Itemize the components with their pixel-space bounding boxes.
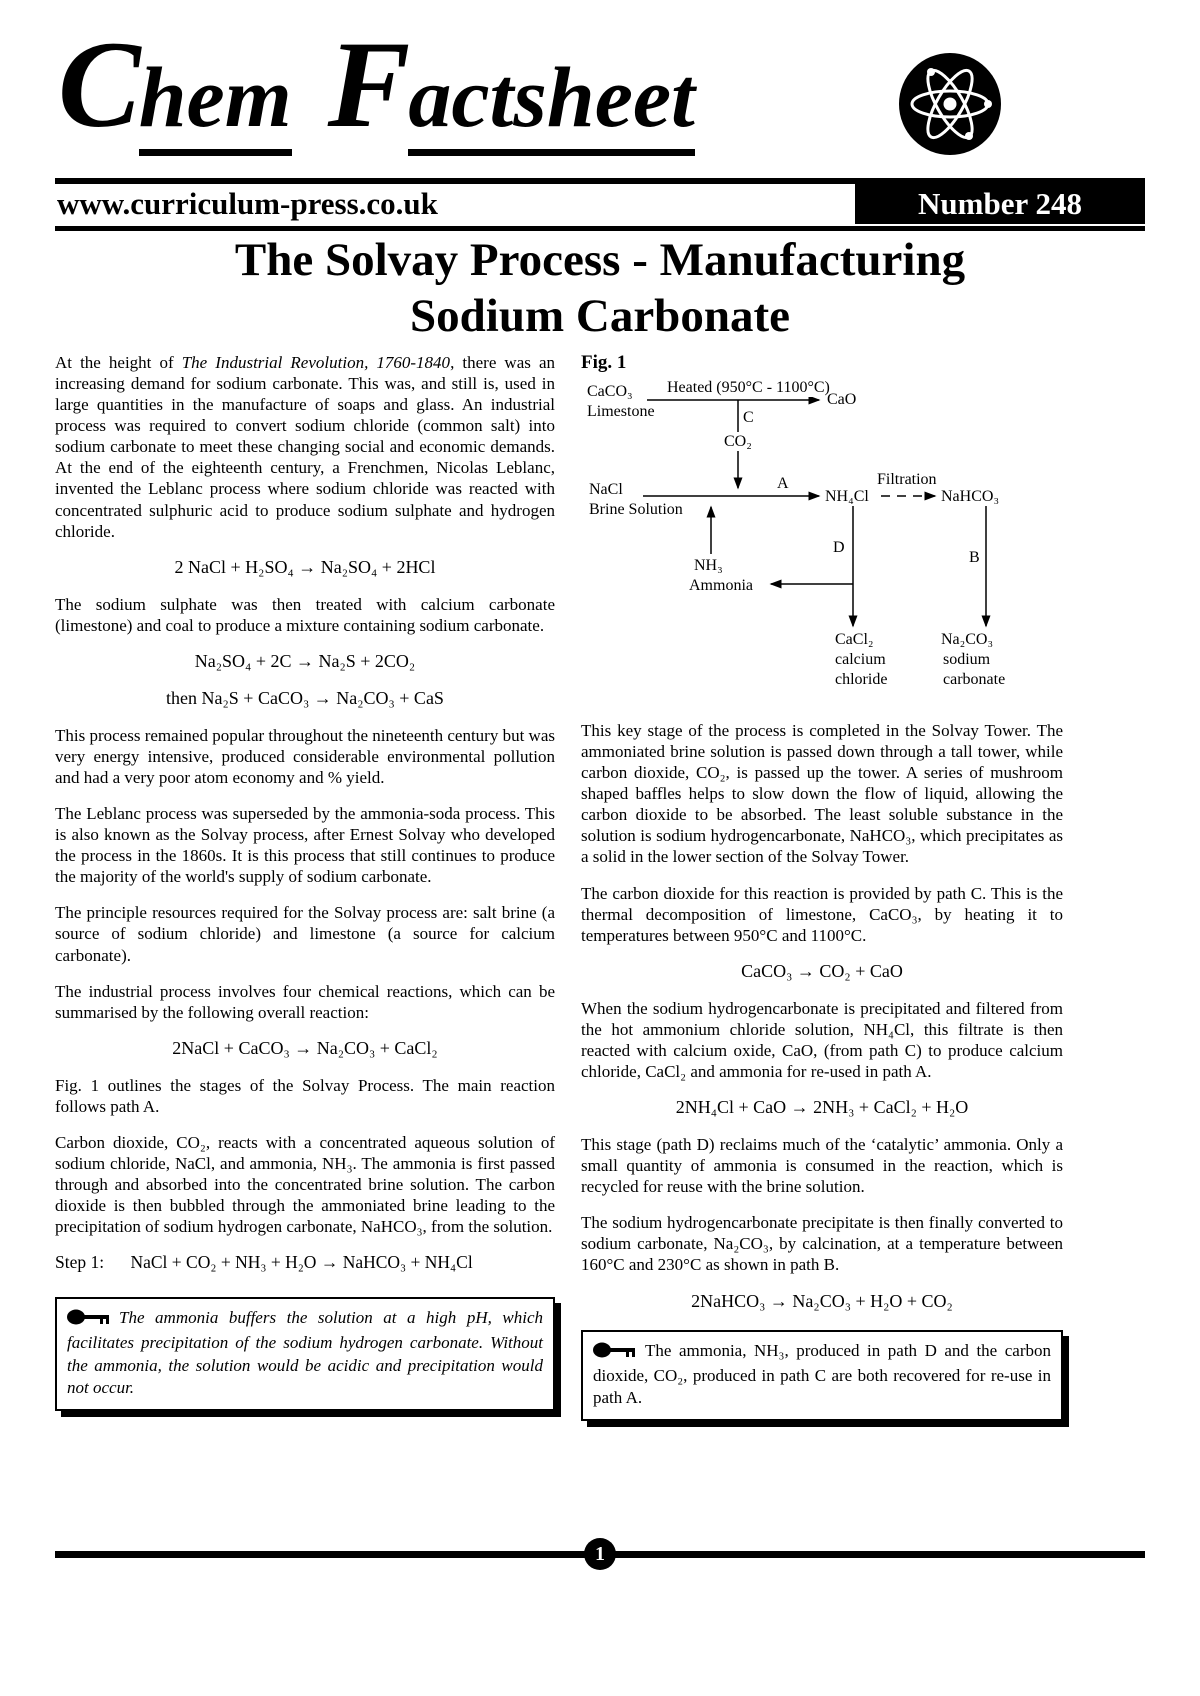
- website-url: www.curriculum-press.co.uk: [57, 186, 438, 221]
- page-title: The Solvay Process - Manufacturing Sodiu…: [0, 232, 1200, 345]
- masthead-initial-c: C: [58, 16, 141, 153]
- intro-start: At the height of: [55, 353, 182, 372]
- label-na2co3-name1: sodium: [943, 651, 991, 668]
- page-number: 1: [595, 1542, 605, 1565]
- solvay-process-diagram: CaCO₃ Limestone Heated (950°C - 1100°C) …: [581, 378, 1063, 702]
- label-filtration: Filtration: [877, 471, 937, 488]
- masthead-word-hem: hem: [138, 49, 292, 156]
- label-cao: CaO: [827, 391, 857, 408]
- paragraph-resources: The principle resources required for the…: [55, 903, 555, 965]
- paragraph-solvay-history: The Leblanc process was superseded by th…: [55, 804, 555, 887]
- label-nh3: NH₃: [694, 557, 723, 574]
- masthead-title: Chem Factsheet: [58, 14, 695, 156]
- step1-equation-line: Step 1: NaCl + CO₂ + NH₃ + H₂O → NaHCO₃ …: [55, 1252, 555, 1273]
- label-path-b: B: [969, 549, 980, 566]
- paragraph-solvay-tower: This key stage of the process is complet…: [581, 721, 1063, 867]
- label-nacl: NaCl: [589, 481, 623, 498]
- label-nh4cl: NH₄Cl: [825, 488, 869, 505]
- label-path-d: D: [833, 539, 845, 556]
- header-rule-top: [55, 178, 1145, 184]
- page-title-line1: The Solvay Process - Manufacturing: [234, 234, 966, 286]
- label-caco3: CaCO₃: [587, 383, 633, 400]
- issue-number-badge: Number 248: [855, 184, 1145, 224]
- key-icon: [67, 1308, 111, 1332]
- left-column: At the height of The Industrial Revoluti…: [55, 352, 555, 1421]
- equation-overall: 2NaCl + CaCO₃ → Na₂CO₃ + CaCl₂: [172, 1037, 438, 1058]
- atom-logo-icon: [898, 52, 1002, 156]
- equation-leblanc-1: 2 NaCl + H₂SO₄ → Na₂SO₄ + 2HCl: [174, 556, 436, 577]
- equation-calcination-limestone: CaCO₃ → CO₂ + CaO: [741, 960, 903, 981]
- label-na2co3: Na₂CO₃: [941, 631, 994, 648]
- equation-leblanc-3: then Na₂S + CaCO₃ → Na₂CO₃ + CaS: [166, 687, 444, 708]
- header-rule-bottom: [55, 226, 1145, 231]
- label-nahco3: NaHCO₃: [941, 488, 1000, 505]
- equation-sodium-carbonate: 2NaHCO₃ → Na₂CO₃ + H₂O + CO₂: [691, 1290, 953, 1311]
- label-co2: CO₂: [722, 432, 754, 451]
- label-cacl2-name1: calcium: [835, 651, 886, 668]
- label-path-c: C: [743, 409, 754, 426]
- paragraph-fig1-reference: Fig. 1 outlines the stages of the Solvay…: [55, 1075, 555, 1116]
- equation-leblanc-2: Na₂SO₄ + 2C → Na₂S + 2CO₂: [194, 650, 416, 671]
- paragraph-overall-reaction-intro: The industrial process involves four che…: [55, 981, 555, 1022]
- body-columns: At the height of The Industrial Revoluti…: [55, 352, 1145, 1421]
- key-note-box-2: The ammonia, NH₃, produced in path D and…: [581, 1329, 1063, 1421]
- label-na2co3-name2: carbonate: [943, 671, 1006, 688]
- page-title-line2: Sodium Carbonate: [410, 290, 790, 343]
- masthead-initial-f: F: [327, 16, 411, 153]
- key-note-1-text: The ammonia buffers the solution at a hi…: [67, 1308, 543, 1397]
- paragraph-path-c: The carbon dioxide for this reaction is …: [581, 883, 1063, 945]
- paragraph-path-d: This stage (path D) reclaims much of the…: [581, 1135, 1063, 1197]
- paragraph-intro: At the height of The Industrial Revoluti…: [55, 352, 555, 542]
- key-icon: [593, 1341, 637, 1365]
- label-heated: Heated (950°C - 1100°C): [665, 378, 832, 397]
- label-ammonia: Ammonia: [689, 577, 753, 594]
- paragraph-path-b: The sodium hydrogencarbonate precipitate…: [581, 1213, 1063, 1275]
- right-column: Fig. 1 CaCO₃: [581, 352, 1063, 1421]
- paragraph-sodium-sulphate: The sodium sulphate was then treated wit…: [55, 594, 555, 635]
- intro-rest: , there was an increasing demand for sod…: [55, 353, 555, 541]
- diagram-arrows: [643, 395, 991, 628]
- figure-title: Fig. 1: [581, 352, 627, 373]
- key-note-box-1: The ammonia buffers the solution at a hi…: [55, 1297, 555, 1411]
- page-number-badge: 1: [584, 1538, 616, 1570]
- step1-label: Step 1:: [55, 1252, 105, 1273]
- label-brine: Brine Solution: [589, 501, 683, 518]
- paragraph-filtrate: When the sodium hydrogencarbonate is pre…: [581, 998, 1063, 1082]
- label-path-a: A: [777, 475, 789, 492]
- footer: 1: [55, 1538, 1145, 1572]
- masthead-word-actsheet: actsheet: [408, 49, 695, 156]
- label-limestone: Limestone: [587, 403, 655, 420]
- key-note-2-text: The ammonia, NH₃, produced in path D and…: [593, 1340, 1051, 1407]
- paragraph-carbon-dioxide: Carbon dioxide, CO₂, reacts with a conce…: [55, 1132, 555, 1237]
- equation-ammonia-recovery: 2NH₄Cl + CaO → 2NH₃ + CaCl₂ + H₂O: [675, 1097, 969, 1118]
- paragraph-leblanc-drawbacks: This process remained popular throughout…: [55, 725, 555, 788]
- label-cacl2-name2: chloride: [835, 671, 888, 688]
- step1-equation: NaCl + CO₂ + NH₃ + H₂O → NaHCO₃ + NH₄Cl: [130, 1252, 473, 1273]
- intro-italic-phrase: The Industrial Revolution, 1760-1840: [181, 353, 451, 372]
- label-cacl2: CaCl₂: [835, 631, 874, 648]
